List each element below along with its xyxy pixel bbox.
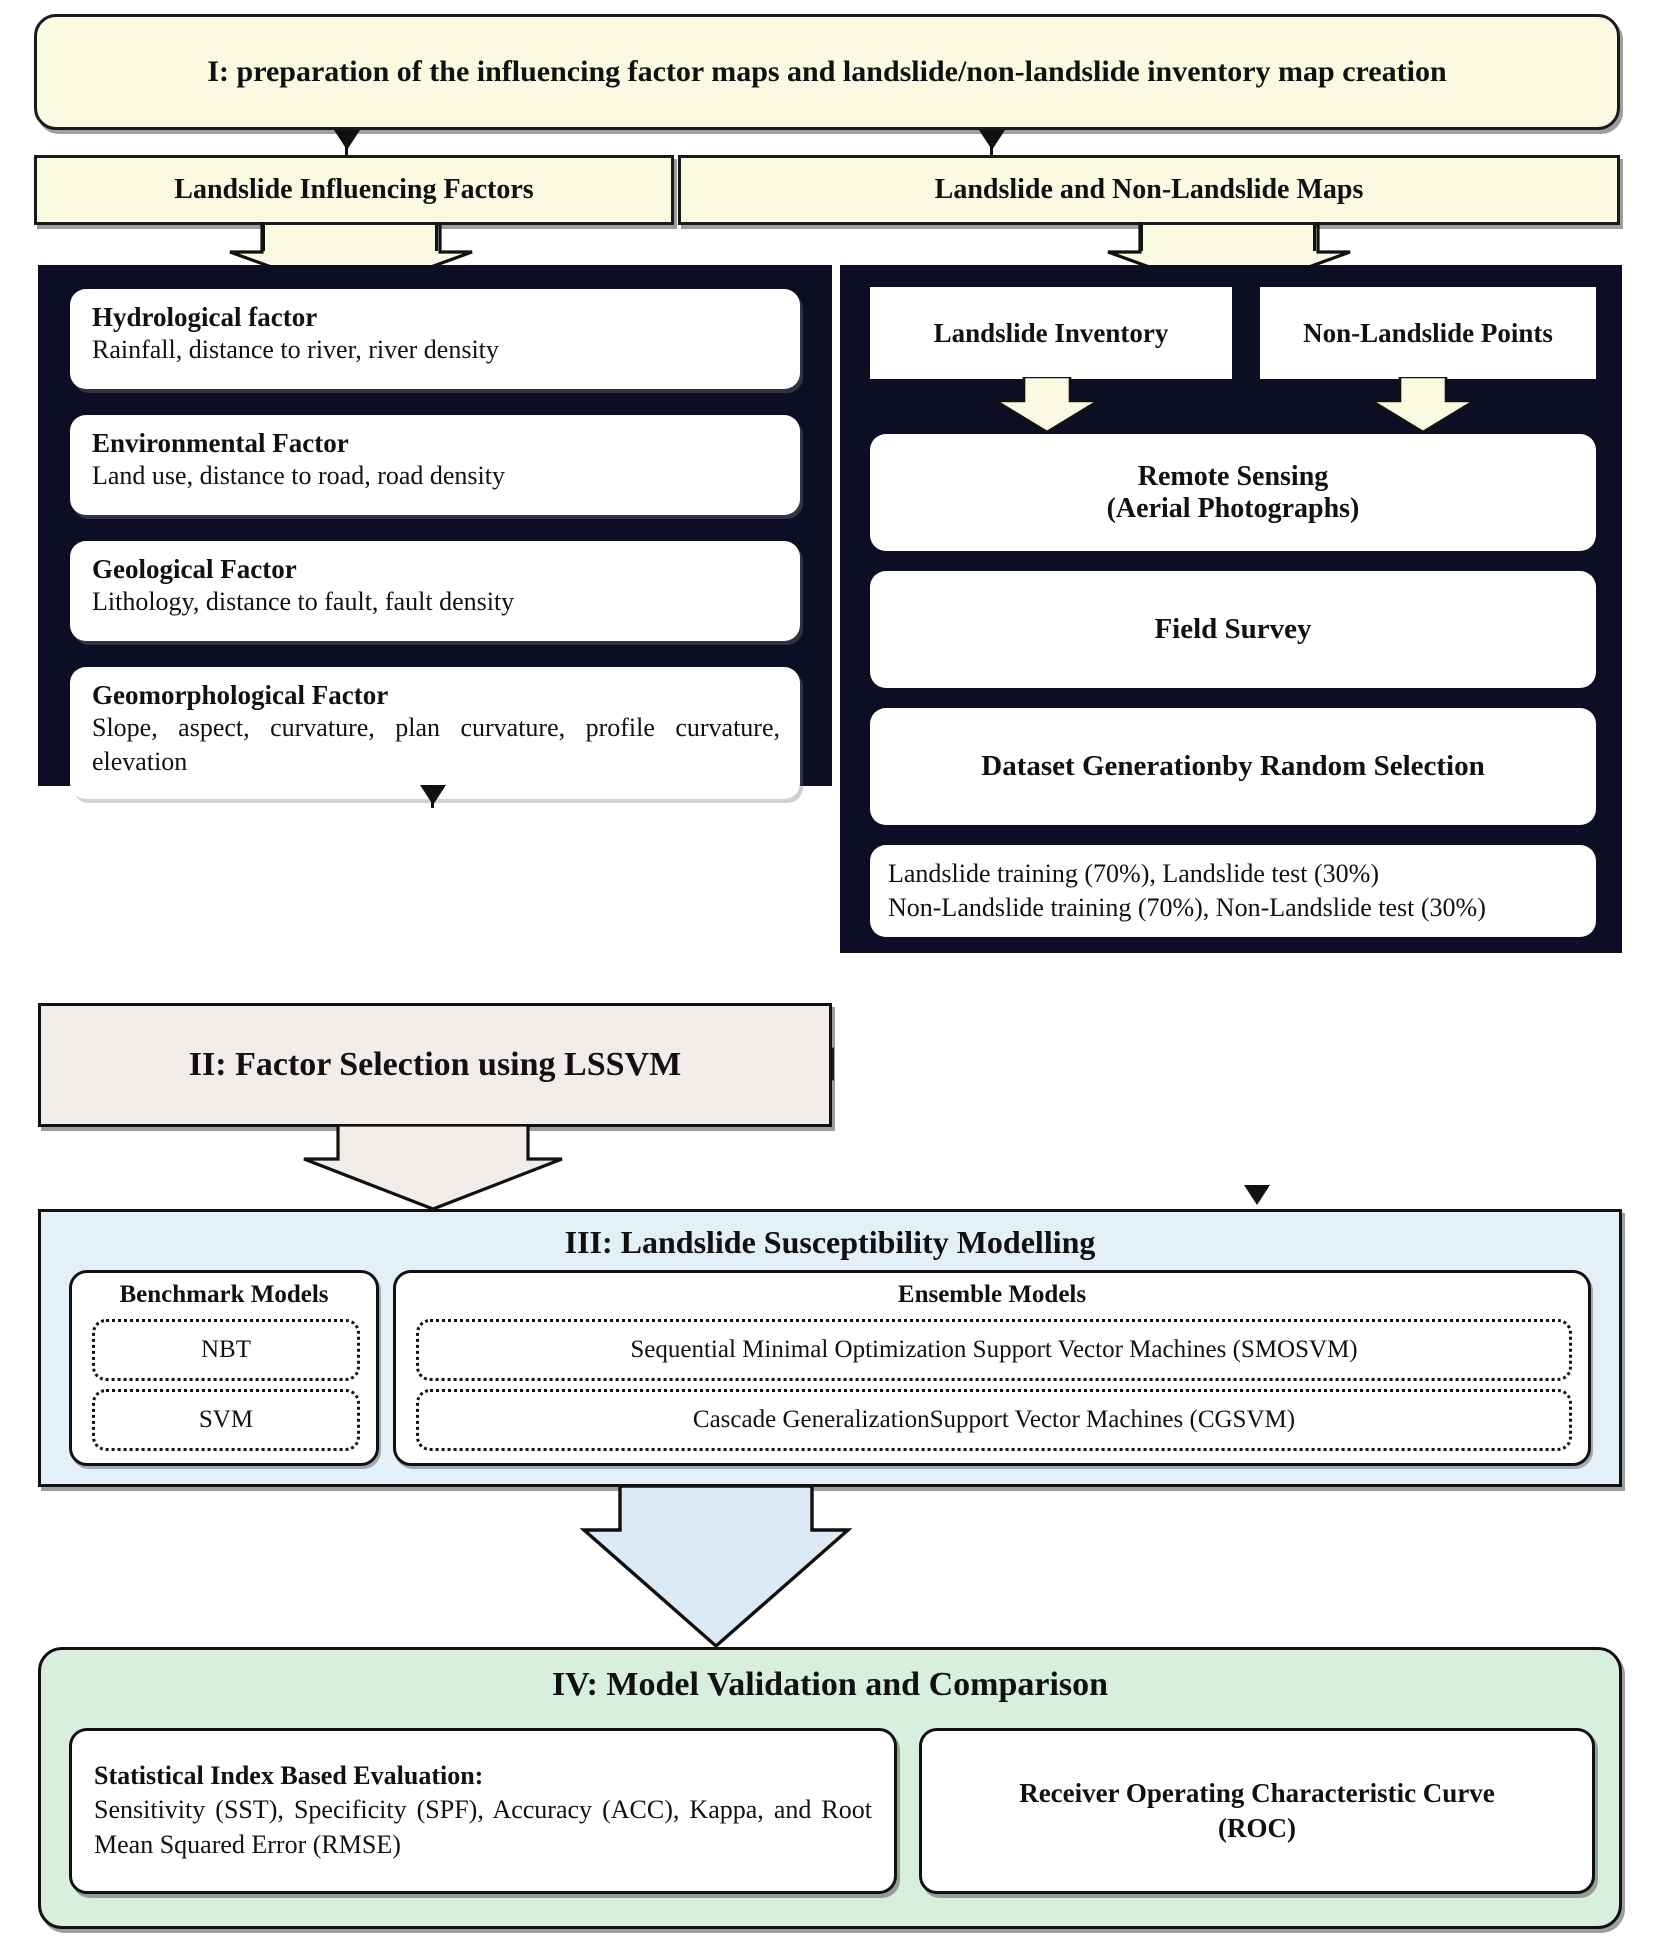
- factor-card-environmental: Environmental Factor Land use, distance …: [70, 415, 800, 515]
- factor-card-hydrological: Hydrological factor Rainfall, distance t…: [70, 289, 800, 389]
- connector-gap-right-to-stage2: [832, 1008, 844, 1120]
- factor-title: Hydrological factor: [92, 302, 318, 332]
- model-item-cgsvm[interactable]: Cascade GeneralizationSupport Vector Mac…: [416, 1389, 1572, 1451]
- model-item-nbt[interactable]: NBT: [92, 1319, 360, 1381]
- field-survey-label: Field Survey: [1154, 613, 1312, 645]
- block-arrow-inventory-down-icon: [991, 377, 1103, 434]
- header-right-label: Landslide and Non-Landslide Maps: [934, 174, 1364, 205]
- arrowhead-down-stage2-icon: [420, 785, 446, 805]
- arrowhead-down-right-header-icon: [979, 130, 1005, 150]
- model-item-smosvm[interactable]: Sequential Minimal Optimization Support …: [416, 1319, 1572, 1381]
- ensemble-models-label: Ensemble Models: [897, 1281, 1087, 1308]
- model-label: NBT: [201, 1336, 251, 1363]
- card-statistical-index-evaluation: Statistical Index Based Evaluation: Sens…: [69, 1728, 897, 1894]
- ensemble-models-group: Ensemble Models Sequential Minimal Optim…: [393, 1270, 1591, 1466]
- card-field-survey: Field Survey: [870, 571, 1596, 688]
- header-landslide-and-non-landslide-maps: Landslide and Non-Landslide Maps: [678, 155, 1620, 225]
- stage-4-title: IV: Model Validation and Comparison: [551, 1666, 1109, 1703]
- header-landslide-influencing-factors: Landslide Influencing Factors: [34, 155, 674, 225]
- split-line-2: Non-Landslide training (70%), Non-Landsl…: [888, 893, 1486, 922]
- remote-sensing-line-1: Remote Sensing: [1137, 460, 1329, 492]
- stage-1-title: I: preparation of the influencing factor…: [207, 55, 1447, 89]
- block-arrow-stage2-to-stage3-icon: [303, 1125, 563, 1211]
- factor-items: Rainfall, distance to river, river densi…: [92, 335, 499, 365]
- block-arrow-nonlandslide-down-icon: [1367, 377, 1479, 434]
- factor-items: Lithology, distance to fault, fault dens…: [92, 587, 515, 617]
- stage-2-title: II: Factor Selection using LSSVM: [188, 1046, 682, 1083]
- factor-title: Environmental Factor: [92, 428, 349, 458]
- factor-title: Geomorphological Factor: [92, 680, 389, 710]
- statistical-heading: Statistical Index Based Evaluation:: [94, 1760, 484, 1790]
- roc-line-2: (ROC): [1218, 1813, 1296, 1843]
- landslide-maps-panel: Landslide Inventory Non-Landslide Points…: [840, 265, 1622, 953]
- model-label: Sequential Minimal Optimization Support …: [630, 1336, 1358, 1363]
- arrowhead-down-left-header-icon: [334, 130, 360, 150]
- dataset-generation-label: Dataset Generationby Random Selection: [981, 750, 1485, 782]
- model-item-svm[interactable]: SVM: [92, 1389, 360, 1451]
- remote-sensing-line-2: (Aerial Photographs): [1106, 492, 1360, 524]
- block-arrow-stage3-to-stage4-icon: [580, 1486, 852, 1649]
- map-card-landslide-inventory: Landslide Inventory: [870, 287, 1232, 379]
- stage-3-box: III: Landslide Susceptibility Modelling …: [38, 1209, 1622, 1487]
- benchmark-models-label: Benchmark Models: [119, 1281, 329, 1308]
- card-dataset-generation: Dataset Generationby Random Selection: [870, 708, 1596, 825]
- factor-title: Geological Factor: [92, 554, 297, 584]
- model-label: Cascade GeneralizationSupport Vector Mac…: [692, 1406, 1296, 1433]
- stage-3-title: III: Landslide Susceptibility Modelling: [564, 1224, 1096, 1260]
- card-remote-sensing: Remote Sensing (Aerial Photographs): [870, 434, 1596, 551]
- map-card-label: Landslide Inventory: [933, 317, 1169, 348]
- factor-card-geomorphological: Geomorphological Factor Slope, aspect, c…: [70, 667, 800, 799]
- factor-items: Slope, aspect, curvature, plan curvature…: [92, 713, 780, 776]
- roc-line-1: Receiver Operating Characteristic Curve: [1019, 1777, 1495, 1808]
- card-train-test-split: Landslide training (70%), Landslide test…: [870, 845, 1596, 937]
- stage-1-banner: I: preparation of the influencing factor…: [34, 14, 1620, 130]
- benchmark-models-group: Benchmark Models NBT SVM: [69, 1270, 379, 1466]
- card-roc-curve: Receiver Operating Characteristic Curve …: [919, 1728, 1595, 1894]
- stage-2-box: II: Factor Selection using LSSVM: [38, 1003, 832, 1127]
- stage-4-box: IV: Model Validation and Comparison Stat…: [38, 1647, 1622, 1929]
- model-label: SVM: [198, 1406, 254, 1433]
- influencing-factors-panel: Hydrological factor Rainfall, distance t…: [38, 265, 832, 799]
- factor-card-geological: Geological Factor Lithology, distance to…: [70, 541, 800, 641]
- header-left-label: Landslide Influencing Factors: [174, 174, 534, 205]
- split-line-1: Landslide training (70%), Landslide test…: [888, 859, 1379, 889]
- statistical-body: Sensitivity (SST), Specificity (SPF), Ac…: [94, 1795, 872, 1860]
- factor-items: Land use, distance to road, road density: [92, 461, 505, 491]
- map-card-non-landslide-points: Non-Landslide Points: [1260, 287, 1596, 379]
- map-card-label: Non-Landslide Points: [1303, 317, 1553, 348]
- arrowhead-down-stage3-icon: [1244, 1185, 1270, 1205]
